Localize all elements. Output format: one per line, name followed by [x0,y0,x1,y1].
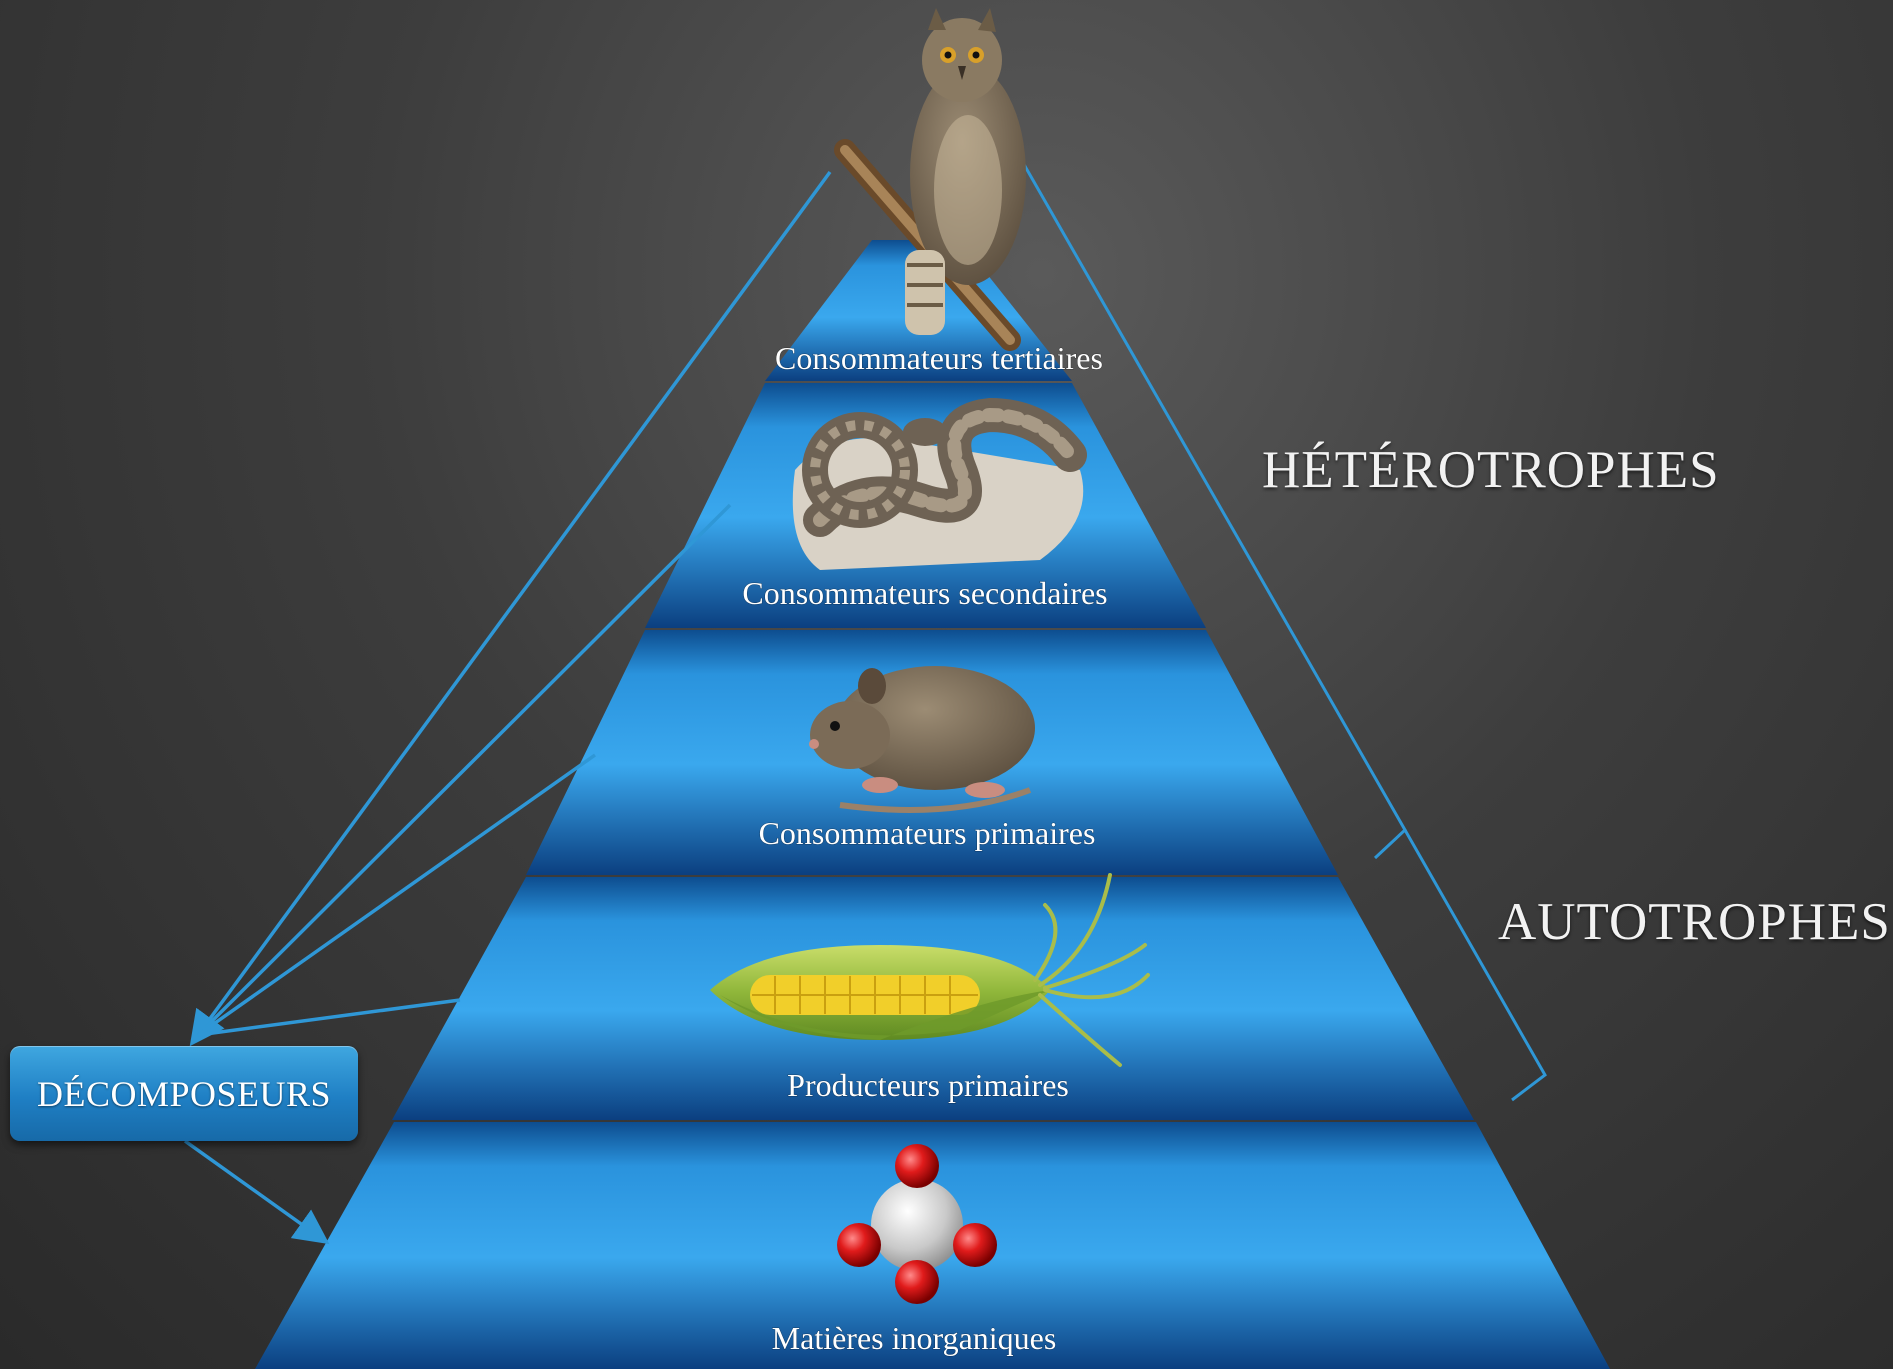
tier-label-secondary-consumers: Consommateurs secondaires [742,575,1107,611]
tier-label-producers: Producteurs primaires [787,1067,1069,1103]
decomposers-button[interactable]: DÉCOMPOSEURS [10,1046,358,1141]
tier-label-tertiary-consumers: Consommateurs tertiaires [775,340,1103,376]
heterotrophes-label: HÉTÉROTROPHES [1262,440,1720,500]
autotrophes-label: AUTOTROPHES [1498,892,1891,952]
snake-icon [793,415,1083,570]
tier-label-inorganic-matter: Matières inorganiques [772,1320,1057,1356]
tier-label-primary-consumers: Consommateurs primaires [759,815,1096,851]
